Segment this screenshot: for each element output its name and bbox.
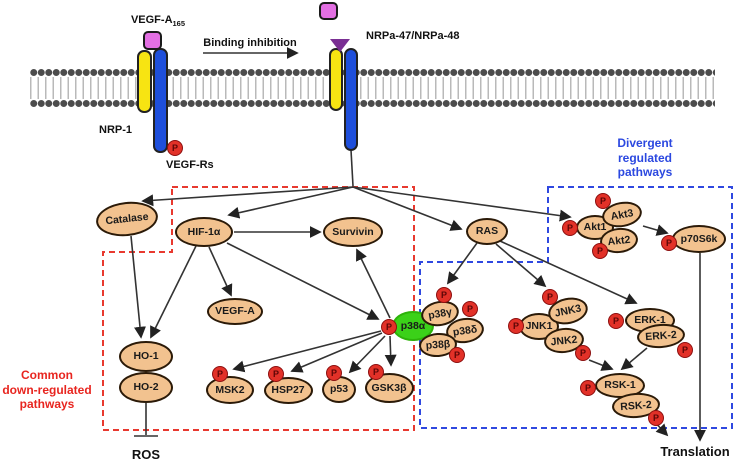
nrp1-receptor-right [329, 48, 343, 111]
edge-junction-catalase [141, 186, 354, 207]
edge-akt-p70s6k [642, 224, 669, 236]
p-rsk2-phospho-badge: P [648, 410, 664, 426]
p-akt2-phospho-badge: P [592, 243, 608, 259]
edge-p38a-msk2 [232, 330, 382, 373]
edge-junction-hif1a [227, 186, 354, 219]
divergent-pathways-label-line: regulated [617, 150, 673, 165]
p-p53-phospho-badge: P [326, 365, 342, 381]
edge-jnk2-rsk1 [588, 359, 614, 371]
edge-erk2-rsk1 [620, 347, 648, 371]
p-rsk1-phospho-badge: P [580, 380, 596, 396]
vegf-a-ligand-bound [143, 31, 162, 50]
node-hif-1a: HIF-1α [175, 217, 233, 247]
p-akt3-phospho-badge: P [595, 193, 611, 209]
ros-label-line: ROS [131, 447, 161, 463]
membrane-lipid-heads-top [30, 68, 715, 77]
p-jnk2-phospho-badge: P [575, 345, 591, 361]
edge-receptor-stem [350, 149, 354, 187]
nrp1-receptor-left [137, 50, 152, 113]
binding-inhibition-label: Binding inhibition [203, 37, 297, 49]
common-pathways-label-line: Common [21, 368, 73, 383]
membrane-lipid-tails [30, 77, 715, 99]
node-ho-1: HO-1 [119, 340, 173, 372]
p-akt1-phospho-badge: P [562, 220, 578, 236]
node-p70s6k: p70S6k [672, 225, 726, 253]
p-p38b-phospho-badge: P [449, 347, 465, 363]
nrp1-label: NRP-1 [99, 124, 133, 136]
node-vegf-a: VEGF-A [207, 297, 263, 325]
common-pathways-label-line: pathways [19, 397, 75, 412]
edge-ras-jnk3 [495, 243, 547, 288]
divergent-pathways-label-line: Divergent [617, 136, 673, 151]
divergent-pathways-label-line: pathways [617, 165, 673, 180]
node-catalase: Catalase [94, 198, 160, 240]
node-survivin: Survivin [323, 217, 383, 247]
p-msk2-phospho-badge: P [212, 366, 228, 382]
translation-label: Translation [660, 444, 729, 460]
p-p38a-phospho-badge: P [381, 319, 397, 335]
cell-membrane [30, 68, 715, 108]
node-p53: p53 [322, 375, 356, 403]
vegf-a165-label: VEGF-A165 [118, 14, 198, 28]
vegf-a-label-subscript: 165 [172, 19, 186, 29]
p-p70s6k-phospho-badge: P [661, 235, 677, 251]
vegfr-receptor-right [344, 48, 358, 151]
p-erk2-phospho-badge: P [677, 342, 693, 358]
vegf-rs-label: VEGF-Rs [166, 159, 214, 171]
edge-ras-p38g [446, 242, 478, 285]
p-vegfr-phospho-badge: P [167, 140, 183, 156]
p-p38d-phospho-badge: P [462, 301, 478, 317]
nrpa-inhibitor-triangle [330, 39, 350, 52]
p-jnk3-phospho-badge: P [542, 289, 558, 305]
node-ras: RAS [466, 217, 508, 245]
edge-p38a-gsk3b [384, 335, 397, 367]
translation-label-line: Translation [660, 444, 730, 460]
node-msk2: MSK2 [206, 376, 254, 404]
edge-catalase-ho1 [130, 235, 146, 339]
edge-hif1a-ho1 [150, 245, 197, 339]
common-pathways-label-line: down-regulated [2, 382, 92, 397]
p-p38g-phospho-badge: P [436, 287, 452, 303]
vegf-a-ligand-free [319, 2, 338, 20]
ros-label: ROS [132, 447, 160, 463]
edge-hif1a-vegfa [208, 246, 233, 297]
vegfr-receptor-left [153, 48, 168, 153]
p-erk1-phospho-badge: P [608, 313, 624, 329]
nrpa-47-48-label: NRPa-47/NRPa-48 [366, 30, 460, 42]
vegf-a-label-text: VEGF-A [130, 14, 173, 26]
p-jnk1-phospho-badge: P [508, 318, 524, 334]
edge-p38a-survivin [356, 248, 391, 319]
p-hsp27-phospho-badge: P [268, 366, 284, 382]
node-ho-2: HO-2 [119, 371, 173, 403]
p-gsk3b-phospho-badge: P [368, 364, 384, 380]
membrane-lipid-heads-bottom [30, 99, 715, 108]
edge-junction-akt [352, 186, 572, 222]
